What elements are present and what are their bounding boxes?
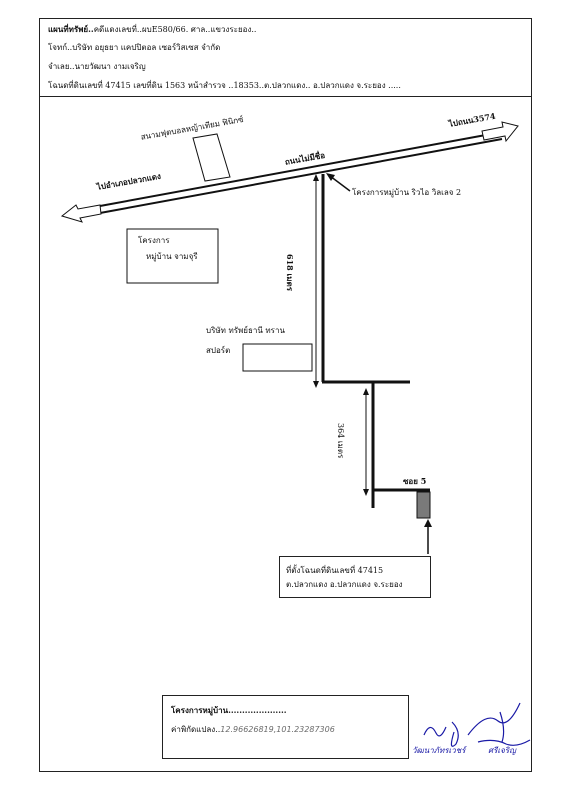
main-road-line-bottom [99, 138, 503, 214]
plot-pointer-arrowhead [424, 519, 432, 527]
header-case-number: คดีแดงเลขที่..ผบE580/66. ศาล..แขวงระยอง.… [93, 25, 257, 34]
header-box: แผนที่ทรัพย์..คดีแดงเลขที่..ผบE580/66. ศ… [39, 18, 532, 97]
label-village-project: โครงการหมู่บ้าน ริวไอ วิลเลจ 2 [352, 188, 462, 197]
football-field-box [192, 133, 231, 182]
label-jamjuree-2: หมู่บ้าน จามจุรี [146, 252, 198, 261]
header-defendant: จำเลย..นายวัฒนา งามเจริญ [48, 62, 146, 71]
signature-name-2: ศรีเจริญ [488, 746, 516, 755]
coordinates-value: 12.96626819,101.23287306 [220, 725, 335, 734]
project-coordinates-box: โครงการหมู่บ้าน..................... ค่า… [162, 695, 409, 759]
coordinates-row: ค่าพิกัดแปลง..12.96626819,101.23287306 [171, 725, 335, 735]
jamjuree-project-box [126, 228, 219, 284]
label-company-1: บริษัท ทรัพย์ธานี ทราน [206, 326, 285, 335]
arrow-left-icon [60, 204, 102, 223]
main-road-line-top [99, 131, 503, 207]
project-village-label: โครงการหมู่บ้าน..................... [171, 705, 287, 715]
label-distance-618: 618 เมตร [285, 254, 295, 291]
distance-364-arrow-bottom [363, 489, 369, 496]
signature-scribble [423, 702, 531, 747]
arrow-right-icon [481, 121, 519, 143]
label-company-2: สปอร์ต [206, 346, 231, 355]
header-line-case: แผนที่ทรัพย์..คดีแดงเลขที่..ผบE580/66. ศ… [48, 24, 256, 35]
header-title: แผนที่ทรัพย์.. [48, 24, 94, 34]
coordinates-label: ค่าพิกัดแปลง.. [171, 725, 221, 734]
deed-location-line-2: ต.ปลวกแดง อ.ปลวกแดง จ.ระยอง [286, 580, 403, 589]
deed-location-box: ที่ตั้งโฉนดที่ดินเลขที่ 47415 ต.ปลวกแดง … [279, 556, 431, 598]
deed-plot [416, 491, 431, 519]
header-plaintiff: โจทก์..บริษัท อยุธยา แคปปิตอล เซอร์วิสเซ… [48, 43, 221, 52]
signature-name-1: วัฒนาภัทรเวชร์ [412, 746, 466, 755]
distance-364-arrow-top [363, 388, 369, 395]
map-frame [39, 95, 532, 772]
header-deed: โฉนดที่ดินเลขที่ 47415 เลขที่ดิน 1563 หน… [48, 81, 401, 90]
company-box [242, 343, 313, 372]
village-pointer-line [329, 175, 351, 192]
label-jamjuree-1: โครงการ [138, 236, 170, 245]
distance-618-arrow-bottom [313, 381, 319, 388]
deed-location-line-1: ที่ตั้งโฉนดที่ดินเลขที่ 47415 [286, 566, 384, 575]
village-pointer-arrowhead [326, 173, 335, 181]
distance-618-arrow-top [313, 174, 319, 181]
label-soi-5: ซอย 5 [403, 476, 427, 486]
label-distance-364: 364 เมตร [336, 423, 345, 459]
